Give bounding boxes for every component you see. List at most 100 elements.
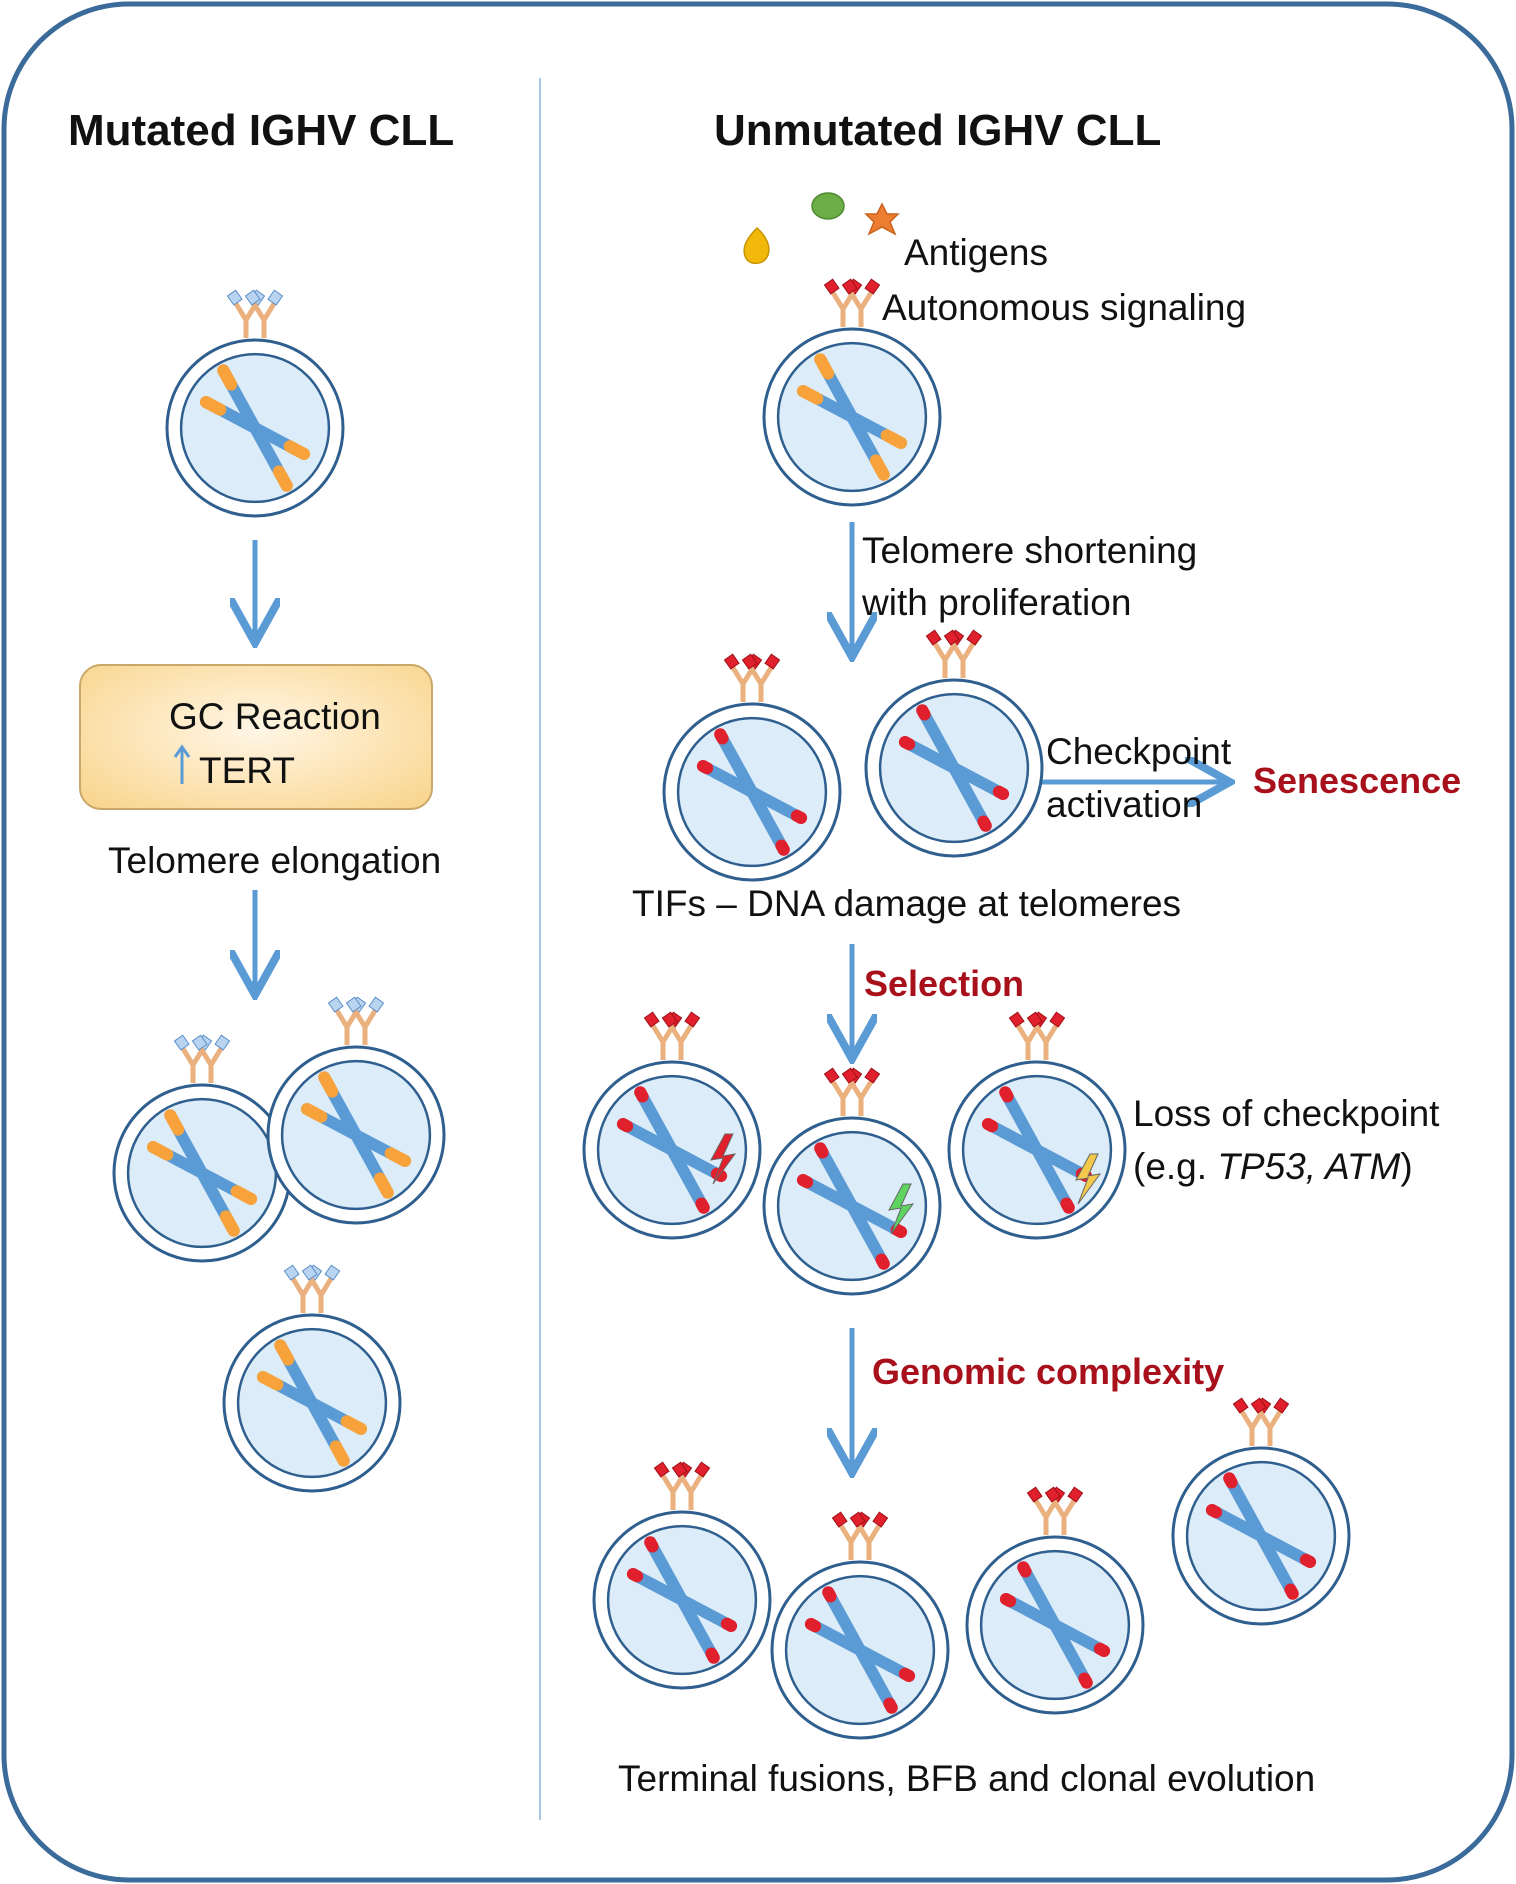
telomere	[883, 1697, 898, 1714]
telomere	[164, 1109, 185, 1136]
cell-tif-2	[864, 629, 1044, 858]
cell-mutated-3	[266, 996, 446, 1225]
lightning-green-icon	[888, 1183, 915, 1235]
genomic-complexity-label: Genomic complexity	[872, 1351, 1225, 1392]
chromatid	[1000, 1593, 1110, 1657]
chromatid	[1206, 1504, 1316, 1568]
cell-mutated-4	[222, 1264, 402, 1493]
chromatid	[899, 736, 1009, 800]
telomere	[880, 429, 908, 450]
antigen-oval	[811, 192, 845, 220]
cell-complex-2	[770, 1511, 950, 1740]
telomere	[1205, 1503, 1223, 1519]
loss-example-genes: TP53, ATM	[1217, 1146, 1401, 1187]
telomere	[219, 1210, 240, 1237]
telomere	[1223, 1472, 1238, 1489]
cell-loss-1	[582, 1011, 762, 1240]
loss-example-close: )	[1400, 1146, 1413, 1187]
antigen-drop	[743, 226, 770, 265]
telomere	[977, 815, 992, 832]
telomere	[999, 1086, 1014, 1103]
up-arrow-icon	[173, 744, 191, 784]
selection-label: Selection	[864, 963, 1025, 1004]
telomere	[1299, 1553, 1317, 1569]
telomere	[814, 1142, 829, 1159]
tifs-label: TIFs – DNA damage at telomeres	[632, 883, 1182, 924]
title-unmutated: Unmutated IGHV CLL	[714, 106, 1162, 155]
senescence-label: Senescence	[1253, 760, 1462, 801]
telomere	[796, 384, 824, 405]
telomere	[272, 465, 293, 492]
telomere	[999, 1592, 1017, 1608]
chromatid	[797, 1174, 907, 1238]
telomere	[875, 1253, 890, 1270]
lightning-yellow-icon	[1075, 1153, 1102, 1205]
cell-complex-1	[592, 1461, 772, 1690]
telomere	[992, 785, 1010, 801]
cell-mutated-2	[112, 1034, 292, 1263]
telomere	[898, 1667, 916, 1683]
chromatid	[982, 1118, 1092, 1182]
loss-example-open: (e.g.	[1133, 1146, 1218, 1187]
telomere	[804, 1617, 822, 1633]
chromatid	[805, 1618, 915, 1682]
telomere	[626, 1567, 644, 1583]
gc-reaction-box: GC Reaction TERT	[79, 664, 433, 810]
telomere	[1078, 1672, 1093, 1689]
telomere	[796, 1173, 814, 1189]
cell-complex-3	[965, 1486, 1145, 1715]
checkpoint-label: Checkpoint	[1046, 731, 1232, 772]
loss-example-label: (e.g. TP53, ATM)	[1133, 1146, 1413, 1188]
telomere	[869, 454, 890, 481]
telomere	[814, 353, 835, 380]
telomere	[283, 440, 311, 461]
telomere	[256, 1370, 284, 1391]
cell-unmutated-1	[762, 278, 942, 507]
activation-label: activation	[1046, 784, 1203, 825]
chromatid	[697, 760, 807, 824]
cell-complex-4	[1171, 1397, 1351, 1626]
with-proliferation-label: with proliferation	[862, 582, 1132, 623]
telomere	[775, 839, 790, 856]
telomere	[318, 1071, 339, 1098]
telomere	[714, 728, 729, 745]
telomere	[1060, 1197, 1075, 1214]
telomere	[695, 1197, 710, 1214]
title-mutated: Mutated IGHV CLL	[68, 106, 455, 155]
telomere	[300, 1102, 328, 1123]
cell-loss-3	[947, 1011, 1127, 1240]
terminal-fusions-label: Terminal fusions, BFB and clonal evoluti…	[618, 1758, 1316, 1799]
autonomous-signaling-label: Autonomous signaling	[882, 287, 1247, 328]
tert-label: TERT	[199, 750, 295, 791]
telomere	[720, 1617, 738, 1633]
cell-loss-2	[762, 1067, 942, 1296]
telomere	[1017, 1561, 1032, 1578]
telomere	[705, 1647, 720, 1664]
gc-reaction-label: GC Reaction	[169, 696, 381, 737]
telomere-elongation-label: Telomere elongation	[108, 840, 442, 881]
telomere	[274, 1339, 295, 1366]
telomere	[1093, 1642, 1111, 1658]
telomere	[696, 759, 714, 775]
chromatid	[627, 1568, 737, 1632]
telomere	[373, 1172, 394, 1199]
telomere	[822, 1586, 837, 1603]
cell-tif-1	[662, 653, 842, 882]
telomere	[1284, 1583, 1299, 1600]
telomere	[790, 809, 808, 825]
telomere	[217, 364, 238, 391]
telomere	[898, 735, 916, 751]
telomere	[230, 1185, 258, 1206]
antigens-label: Antigens	[904, 232, 1048, 273]
loss-of-checkpoint-label: Loss of checkpoint	[1133, 1093, 1440, 1134]
telomere-shortening-label: Telomere shortening	[862, 530, 1198, 571]
telomere	[644, 1536, 659, 1553]
antigen-star	[864, 202, 900, 236]
telomere	[384, 1147, 412, 1168]
telomere	[981, 1117, 999, 1133]
telomere	[916, 704, 931, 721]
lightning-red-icon	[710, 1133, 737, 1185]
chromatid	[617, 1118, 727, 1182]
